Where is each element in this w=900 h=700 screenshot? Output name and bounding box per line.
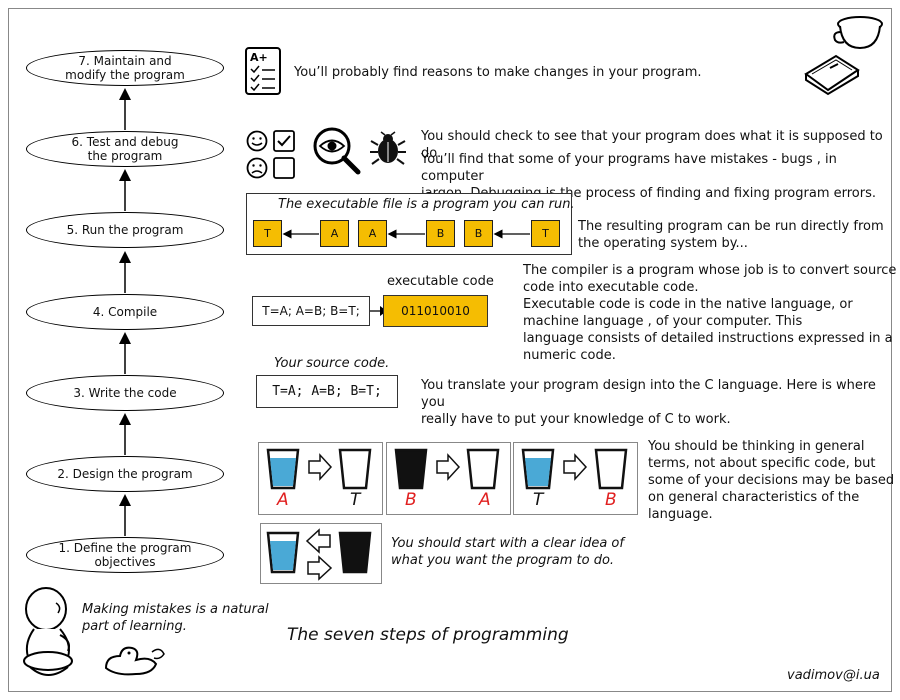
note-define: You should start with a clear idea of wh… xyxy=(391,536,624,568)
run-cell: A xyxy=(358,220,387,247)
step-2: 2. Design the program xyxy=(26,456,224,492)
duck-toy-icon xyxy=(104,646,165,676)
svg-text:A+: A+ xyxy=(250,51,268,64)
cup-icon xyxy=(833,16,883,50)
bug-icon xyxy=(370,131,406,165)
glass-label: T xyxy=(533,490,544,510)
page-frame xyxy=(8,8,892,692)
run-cell: B xyxy=(426,220,455,247)
run-cell: A xyxy=(320,220,349,247)
frown-icon xyxy=(246,157,268,179)
glass-label: T xyxy=(350,490,361,510)
note-write: You translate your program design into t… xyxy=(421,378,876,427)
note-test: You should check to see that your progra… xyxy=(421,129,883,161)
glass-label: A xyxy=(277,490,289,510)
note-compile: The compiler is a program whose job is t… xyxy=(523,263,897,363)
run-cell: B xyxy=(464,220,493,247)
magnifier-eye-icon xyxy=(313,127,361,175)
note-design: You should be thinking in general terms,… xyxy=(648,439,895,522)
glass-label: A xyxy=(479,490,491,510)
glass-panel-3 xyxy=(513,442,638,515)
book-icon xyxy=(804,54,860,96)
run-cell: T xyxy=(531,220,560,247)
step-3: 3. Write the code xyxy=(26,375,224,411)
note-maintain: You’ll probably find reasons to make cha… xyxy=(294,65,702,80)
source-caption: Your source code. xyxy=(274,356,390,371)
note-run: The resulting program can be run directl… xyxy=(578,219,884,251)
step-4: 4. Compile xyxy=(26,294,224,330)
glass-label: B xyxy=(405,490,417,510)
binary-box: 011010010 xyxy=(383,295,488,327)
glass-label: B xyxy=(605,490,617,510)
compile-source-box: T=A; A=B; B=T; xyxy=(252,296,370,326)
child-icon xyxy=(23,587,73,676)
step-5: 5. Run the program xyxy=(26,212,224,248)
checklist-icon: A+ xyxy=(245,47,281,95)
smiley-icon xyxy=(246,130,268,152)
step-1: 1. Define the program objectives xyxy=(26,537,224,573)
glass-panel-objective xyxy=(260,523,382,584)
step-7: 7. Maintain and modify the program xyxy=(26,50,224,86)
note-mistakes: Making mistakes is a natural part of lea… xyxy=(82,602,269,634)
exe-label: executable code xyxy=(387,274,494,289)
run-diagram-box xyxy=(246,193,572,255)
run-cell: T xyxy=(253,220,282,247)
run-caption: The executable file is a program you can… xyxy=(278,197,575,212)
diagram-title: The seven steps of programming xyxy=(287,625,569,645)
author-email: vadimov@i.ua xyxy=(787,668,880,683)
empty-checkbox-icon xyxy=(273,157,295,179)
checkbox-icon xyxy=(273,130,295,152)
step-6: 6. Test and debug the program xyxy=(26,131,224,167)
source-code-box: T=A; A=B; B=T; xyxy=(256,375,398,408)
